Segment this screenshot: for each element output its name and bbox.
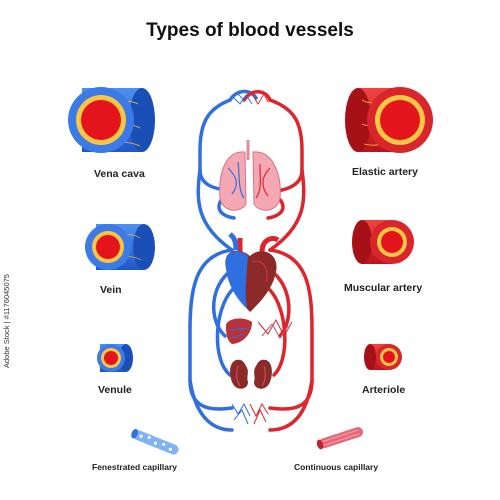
vein-vessel: [85, 224, 155, 270]
stock-watermark-id: Adobe Stock | #1176045075: [2, 274, 11, 368]
label-continuous-capillary: Continuous capillary: [294, 462, 379, 472]
lungs: [219, 140, 281, 211]
diagram-title: Types of blood vessels: [146, 20, 354, 41]
kidneys: [230, 359, 272, 389]
continuous-capillary-vessel: [316, 427, 364, 450]
label-venule: Venule: [98, 384, 132, 396]
vena-cava-vessel: [68, 87, 155, 153]
intestine-vessels: [257, 318, 293, 339]
muscular-artery-vessel: [352, 220, 414, 264]
liver: [226, 318, 252, 344]
arteriole-vessel: [364, 344, 402, 370]
label-elastic-artery: Elastic artery: [352, 166, 418, 178]
venule-vessel: [97, 344, 133, 372]
head-capillary-bed: [231, 91, 269, 105]
label-fenestrated-capillary: Fenestrated capillary: [92, 462, 178, 472]
label-arteriole: Arteriole: [362, 384, 406, 396]
leg-capillary-bed: [231, 402, 269, 425]
label-vein: Vein: [100, 284, 122, 296]
elastic-artery-vessel: [345, 87, 433, 153]
heart: [225, 232, 280, 312]
label-vena-cava: Vena cava: [94, 168, 145, 180]
fenestrated-capillary-vessel: [131, 428, 179, 455]
label-muscular-artery: Muscular artery: [344, 282, 423, 294]
